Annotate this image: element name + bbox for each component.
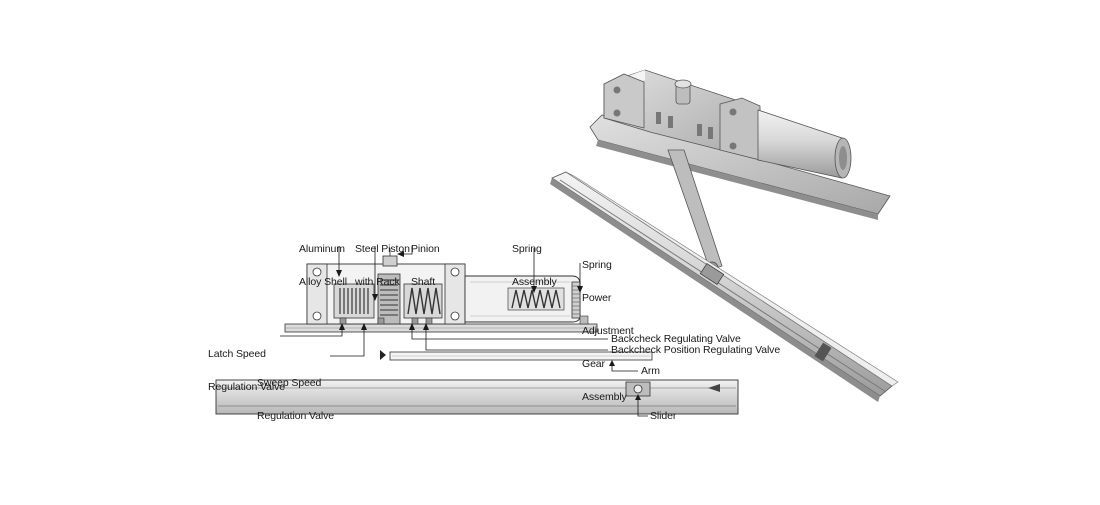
label-sweep-speed-line-1: Sweep Speed [257,377,322,389]
label-steel-piston-with-rack: Steel Piston with Rack [355,222,410,299]
label-spring-power-line-3: Adjustment [582,325,634,337]
leader-lines [280,246,648,417]
label-aluminum-alloy-shell-line-2: Alloy Shell [299,276,347,288]
closer-photo-arm [667,149,723,271]
label-aluminum-alloy-shell-line-1: Aluminum [299,243,345,255]
label-aluminum-alloy-shell: Aluminum Alloy Shell [299,222,347,299]
label-spring-power-adjustment-gear-assembly: Spring Power Adjustment Gear Assembly [582,238,634,414]
label-spring-power-line-1: Spring [582,259,612,271]
closer-photo [589,69,891,275]
label-spring-assembly-line-2: Assembly [512,276,557,288]
cutaway-closer [284,248,598,333]
label-slider: Slider [650,410,677,422]
label-spring-power-line-4: Gear [582,358,605,370]
cutaway-track [215,379,739,415]
cutaway-arm [380,350,653,361]
label-spring-power-line-2: Power [582,292,612,304]
label-steel-piston-line-1: Steel Piston [355,243,410,255]
label-backcheck-position-regulating-valve: Backcheck Position Regulating Valve [611,344,781,356]
label-latch-speed-line-1: Latch Speed [208,348,266,360]
label-steel-piston-line-2: with Rack [355,276,400,288]
label-pinion-shaft: Pinion Shaft [411,222,440,299]
label-arm: Arm [641,365,660,377]
closer-photo-base-plate [589,114,891,215]
label-latch-speed-regulation-valve: Latch Speed Regulation Valve [208,327,285,404]
label-spring-power-line-5: Assembly [582,391,627,403]
label-spring-assembly-line-1: Spring [512,243,542,255]
label-pinion-shaft-line-1: Pinion [411,243,440,255]
label-latch-speed-line-2: Regulation Valve [208,381,286,393]
label-backcheck-regulating-valve: Backcheck Regulating Valve [611,333,741,345]
track-photo [550,171,899,402]
label-pinion-shaft-line-2: Shaft [411,276,436,288]
label-sweep-speed-regulation-valve: Sweep Speed Regulation Valve [257,356,334,433]
label-spring-assembly: Spring Assembly [512,222,557,299]
label-sweep-speed-line-2: Regulation Valve [257,410,335,422]
